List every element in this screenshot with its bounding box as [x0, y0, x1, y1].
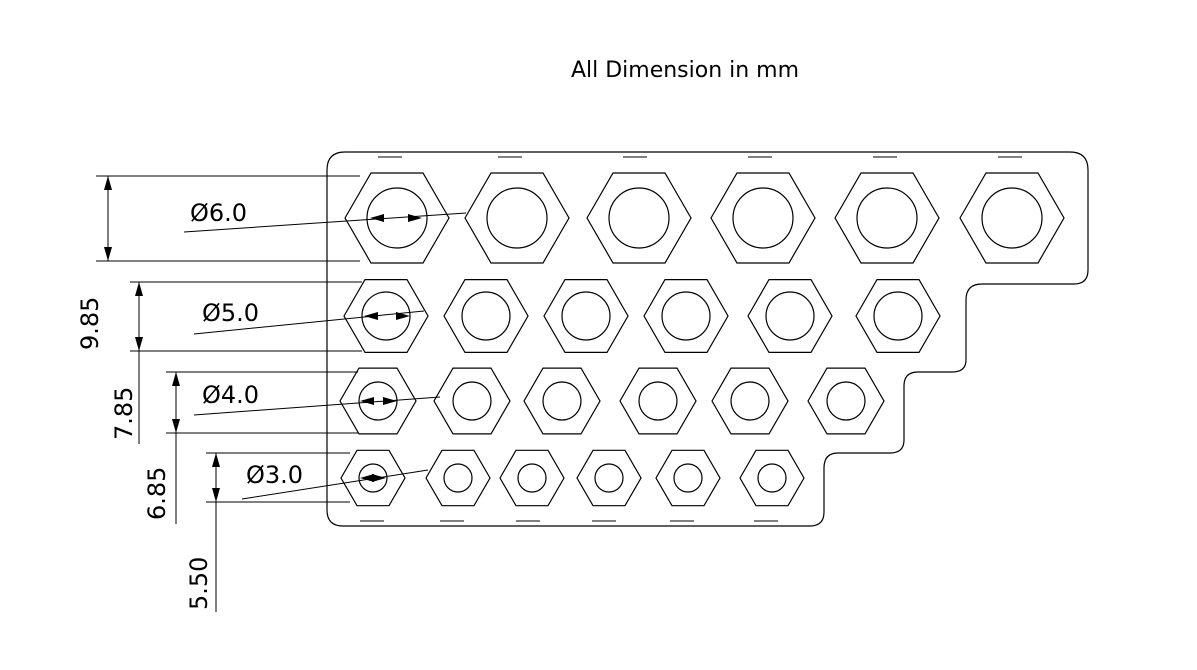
hole-r3-c4	[673, 463, 703, 493]
diameter-label-3: Ø3.0	[246, 461, 303, 489]
hole-r1-c1	[461, 291, 511, 341]
hole-r3-c1	[443, 463, 473, 493]
spacing-label-7-85: 7.85	[110, 387, 138, 440]
hex-nut-r2-c5	[807, 367, 885, 435]
hex-nut-r0-c0	[344, 172, 450, 264]
hex-nut-r0-c5	[959, 172, 1065, 264]
dim-arrow-bottom-2	[172, 419, 180, 433]
hex-nut-r1-c5	[855, 279, 941, 353]
hex-nut-r0-c3	[710, 172, 816, 264]
hex-nut-r3-c3	[576, 449, 642, 507]
hole-r2-c4	[730, 381, 770, 421]
hex-nut-r1-c1	[443, 279, 529, 353]
hole-r0-c2	[608, 187, 670, 249]
hex-nut-r1-c0	[343, 279, 429, 353]
leader-arrow-right-3	[372, 474, 386, 482]
hole-r0-c3	[732, 187, 794, 249]
hex-nut-r2-c4	[711, 367, 789, 435]
hole-r3-c5	[757, 463, 787, 493]
hole-r1-c3	[661, 291, 711, 341]
hole-r3-c3	[594, 463, 624, 493]
hole-r3-c2	[517, 463, 547, 493]
hole-r2-c1	[452, 381, 492, 421]
spacing-label-5-50: 5.50	[185, 557, 213, 610]
hex-nut-r2-c2	[523, 367, 601, 435]
hole-r2-c5	[826, 381, 866, 421]
leader-line-1	[193, 310, 425, 335]
hole-r2-c2	[542, 381, 582, 421]
hole-r2-c3	[638, 381, 678, 421]
hex-nut-r3-c4	[655, 449, 721, 507]
diameter-label-5: Ø5.0	[202, 299, 259, 327]
leader-arrow-right-2	[383, 397, 397, 405]
hex-nut-r3-c1	[425, 449, 491, 507]
leader-arrow-left-3	[360, 474, 374, 482]
dim-arrow-top-3	[212, 453, 220, 467]
dim-arrow-top-2	[172, 372, 180, 386]
hole-r3-c0	[358, 463, 388, 493]
hex-nut-r3-c2	[499, 449, 565, 507]
leader-line-0	[183, 212, 467, 233]
leader-line-2	[193, 396, 441, 416]
hole-r0-c1	[486, 187, 548, 249]
leader-arrow-left-0	[370, 214, 384, 222]
hex-nut-r3-c5	[739, 449, 805, 507]
hole-r1-c4	[765, 291, 815, 341]
spacing-label-6-85: 6.85	[143, 467, 171, 520]
hex-nut-r0-c1	[464, 172, 570, 264]
drawing-title: All Dimension in mm	[570, 58, 800, 83]
leader-arrow-left-2	[360, 397, 374, 405]
hex-nut-r0-c2	[586, 172, 692, 264]
hex-nut-r3-c0	[340, 449, 406, 507]
dim-arrow-bottom-1	[135, 337, 143, 351]
leader-line-3	[241, 469, 429, 500]
dim-arrow-bottom-0	[104, 247, 112, 261]
hex-nut-r1-c4	[747, 279, 833, 353]
hole-r0-c4	[856, 187, 918, 249]
spacing-label-9-85: 9.85	[76, 297, 104, 350]
hex-nut-r0-c4	[834, 172, 940, 264]
dim-arrow-top-0	[104, 176, 112, 190]
hex-nut-r1-c2	[543, 279, 629, 353]
plate-outline	[326, 151, 1089, 527]
hole-r1-c5	[873, 291, 923, 341]
leader-arrow-right-0	[408, 214, 422, 222]
hex-nut-r1-c3	[643, 279, 729, 353]
hex-nut-r2-c3	[619, 367, 697, 435]
hex-nut-r2-c0	[339, 367, 417, 435]
hole-r0-c0	[366, 187, 428, 249]
diameter-label-4: Ø4.0	[202, 381, 259, 409]
hole-r1-c2	[561, 291, 611, 341]
hex-nut-r2-c1	[433, 367, 511, 435]
leader-arrow-left-1	[364, 312, 378, 320]
hole-r0-c5	[981, 187, 1043, 249]
dim-arrow-bottom-3	[212, 488, 220, 502]
diameter-label-6: Ø6.0	[190, 199, 247, 227]
hex-cells	[339, 172, 1065, 507]
dim-arrow-top-1	[135, 282, 143, 296]
dimension-lines	[96, 156, 1022, 612]
leader-arrow-right-1	[396, 312, 410, 320]
